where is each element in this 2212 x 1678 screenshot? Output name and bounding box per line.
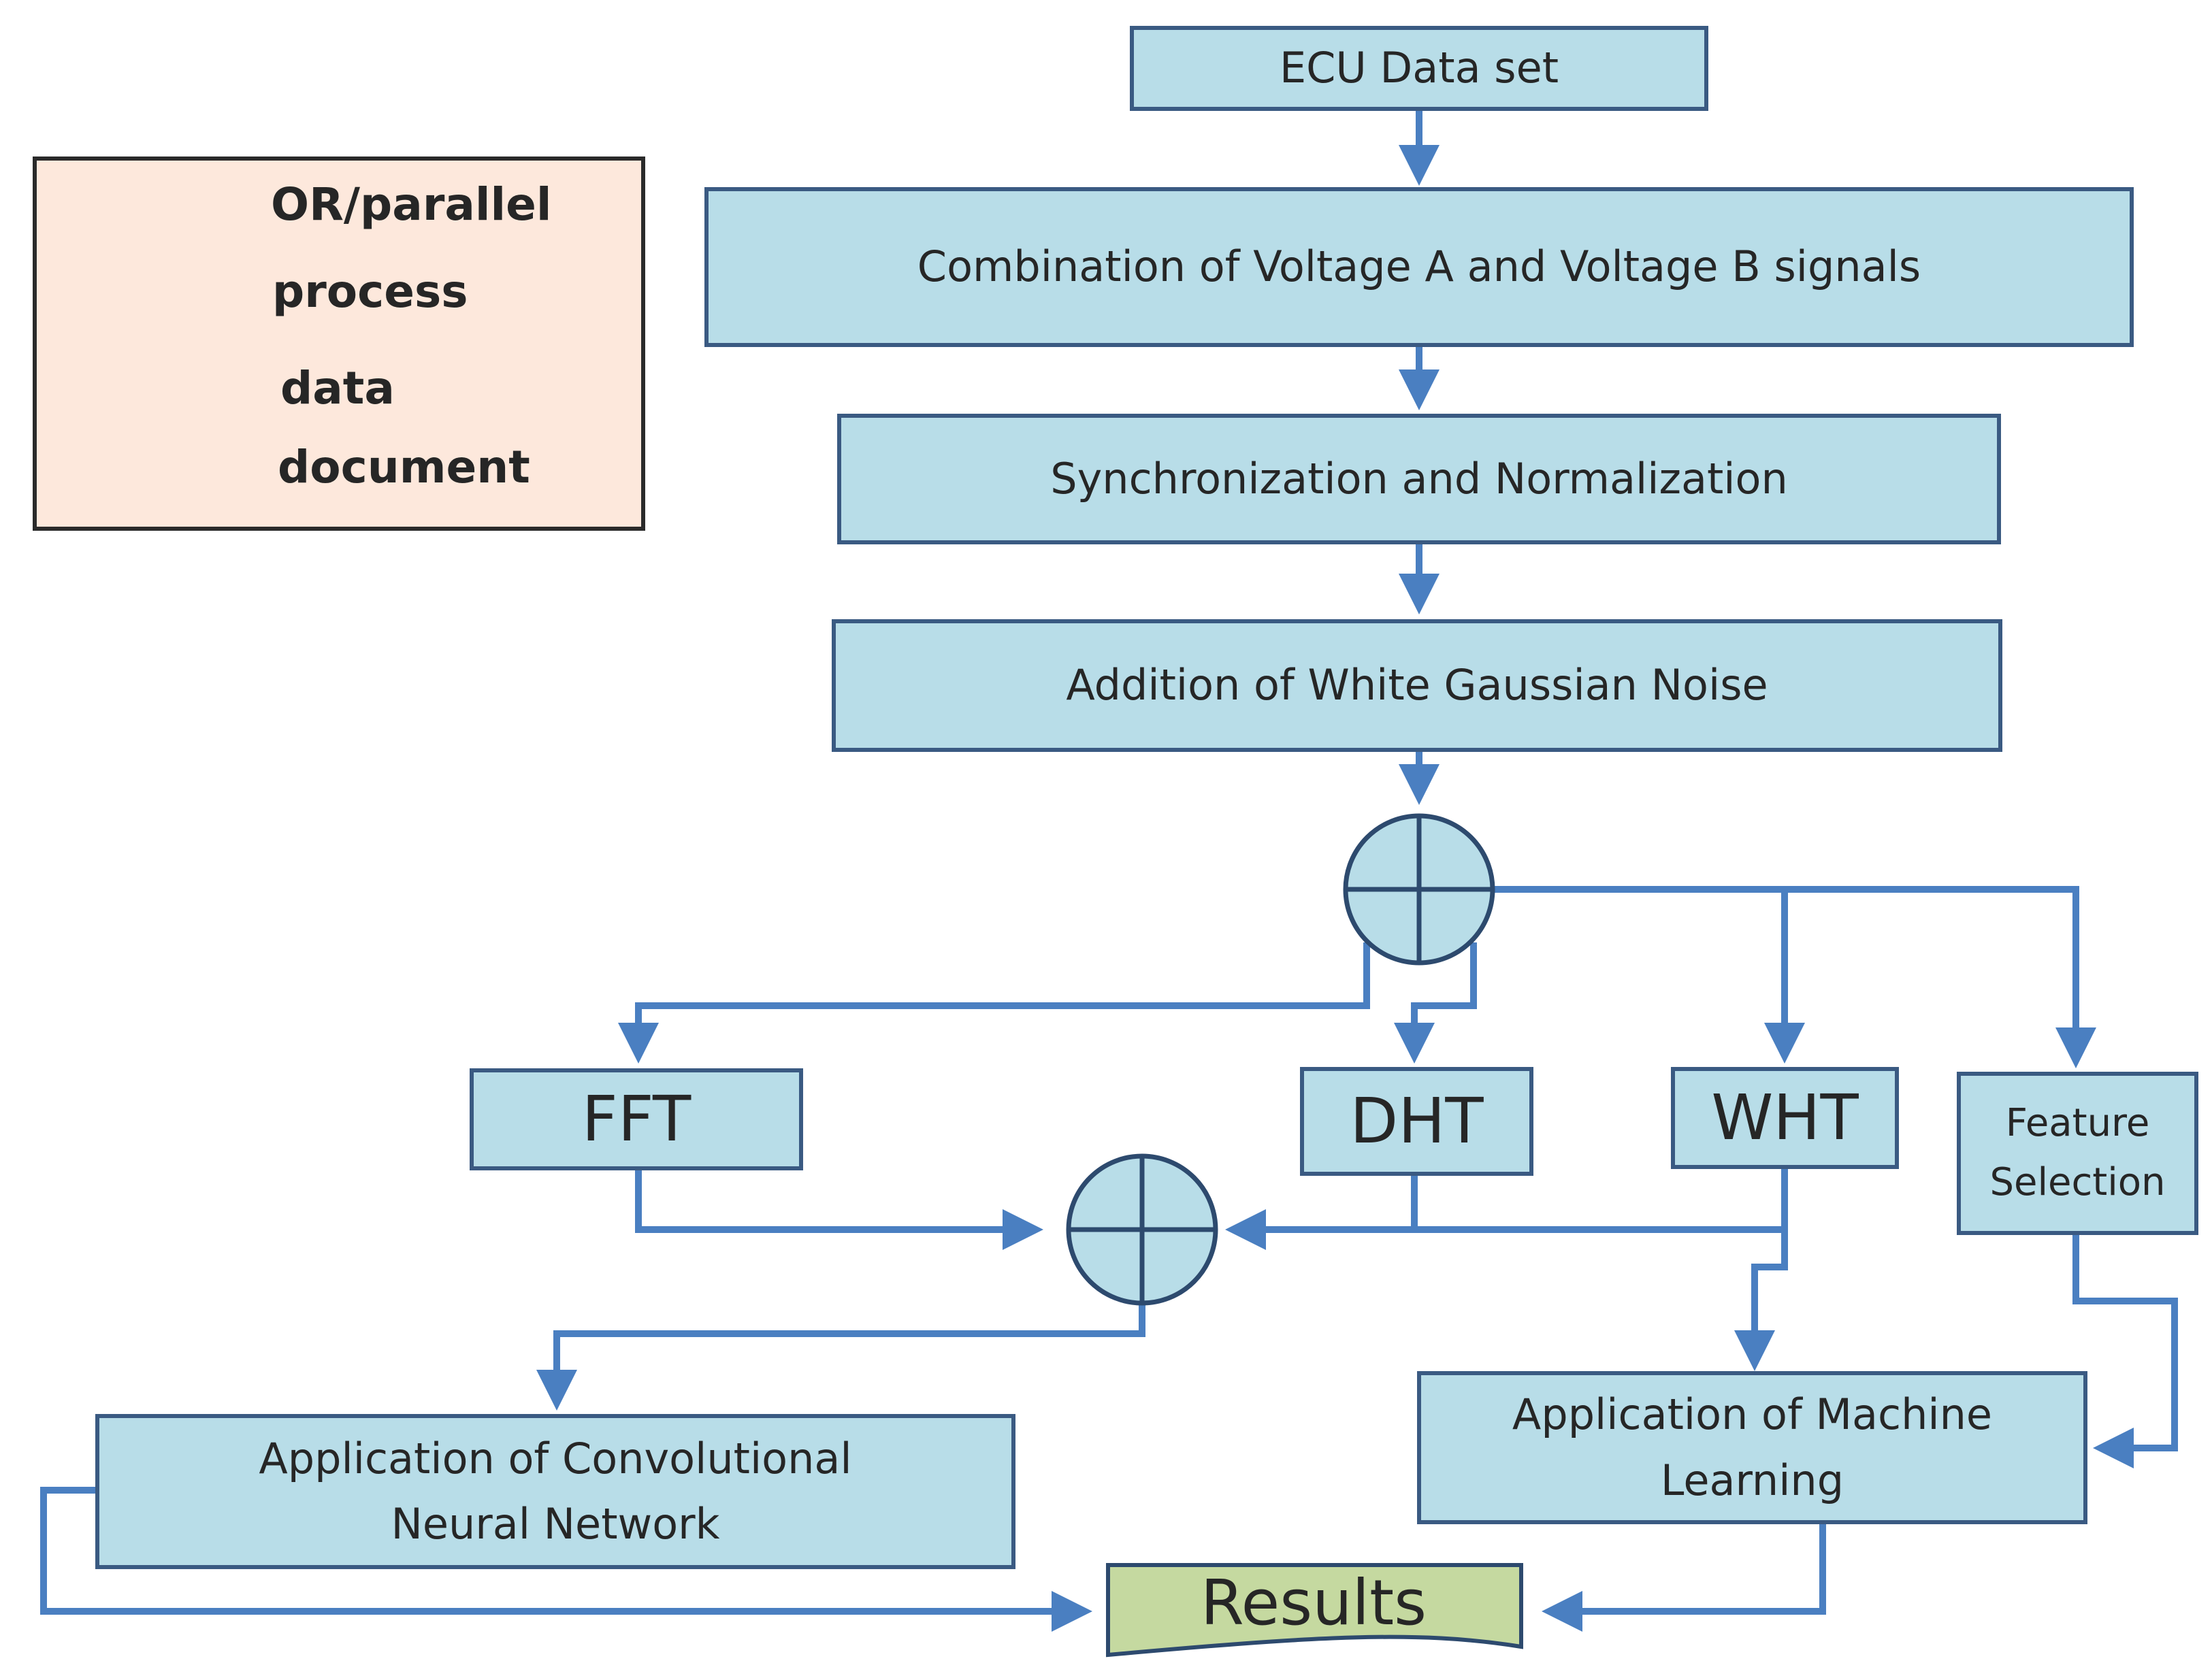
ecu-dataset-label: ECU Data set: [1279, 43, 1559, 93]
legend-label-or-parallel: OR/parallel: [271, 178, 552, 231]
connector-wht-down: [1414, 1167, 1788, 1233]
ml-label-line1: Application of Machine: [1512, 1389, 1993, 1440]
results-label: Results: [1200, 1566, 1427, 1639]
ecu-dataset-box: ECU Data set: [1130, 26, 1708, 111]
fft-label: FFT: [581, 1082, 692, 1155]
legend-label-process: process: [272, 265, 468, 318]
cnn-box: Application of Convolutional Neural Netw…: [95, 1414, 1015, 1569]
arrow-or2-to-cnn: [536, 1305, 1145, 1411]
legend-box: [33, 157, 645, 531]
or-parallel-node-2: [1066, 1153, 1218, 1306]
feature-selection-box: Feature Selection: [1957, 1072, 2198, 1235]
arrow-feature-selection-to-ml: [2072, 1235, 2178, 1468]
ml-label-line2: Learning: [1660, 1455, 1844, 1505]
awgn-box: Addition of White Gaussian Noise: [832, 619, 2002, 752]
legend-label-data: data: [280, 362, 395, 414]
sync-norm-box: Synchronization and Normalization: [837, 414, 2001, 544]
arrow-or1-to-feature-selection: [1785, 886, 2096, 1068]
feature-selection-label-line2: Selection: [1989, 1160, 2166, 1204]
dht-label: DHT: [1350, 1084, 1484, 1157]
arrow-or1-to-wht: [1494, 886, 1805, 1064]
fft-box: FFT: [470, 1068, 803, 1170]
arrow-fft-to-or2: [635, 1169, 1043, 1250]
ml-box: Application of Machine Learning: [1417, 1371, 2087, 1524]
cnn-label-line1: Application of Convolutional: [259, 1433, 852, 1483]
or-parallel-node-1: [1343, 813, 1495, 966]
awgn-label: Addition of White Gaussian Noise: [1066, 660, 1768, 710]
arrow-wht-to-ml: [1734, 1230, 1788, 1371]
combination-label: Combination of Voltage A and Voltage B s…: [917, 242, 1921, 292]
feature-selection-label-line1: Feature: [2005, 1101, 2150, 1146]
sync-norm-label: Synchronization and Normalization: [1050, 453, 1788, 504]
arrow-cnn-to-results: [40, 1487, 1092, 1632]
arrow-dht-wht-to-or2: [1225, 1174, 1418, 1250]
results-document-shape: [1106, 1563, 1523, 1658]
dht-box: DHT: [1300, 1067, 1533, 1176]
wht-box: WHT: [1671, 1067, 1899, 1169]
legend-label-document: document: [278, 441, 530, 493]
arrow-or1-to-fft: [618, 942, 1370, 1064]
wht-label: WHT: [1711, 1081, 1859, 1154]
arrow-ml-to-results: [1542, 1523, 1826, 1632]
arrow-or1-to-dht: [1394, 942, 1477, 1064]
combination-box: Combination of Voltage A and Voltage B s…: [704, 187, 2134, 347]
cnn-label-line2: Neural Network: [391, 1499, 720, 1549]
